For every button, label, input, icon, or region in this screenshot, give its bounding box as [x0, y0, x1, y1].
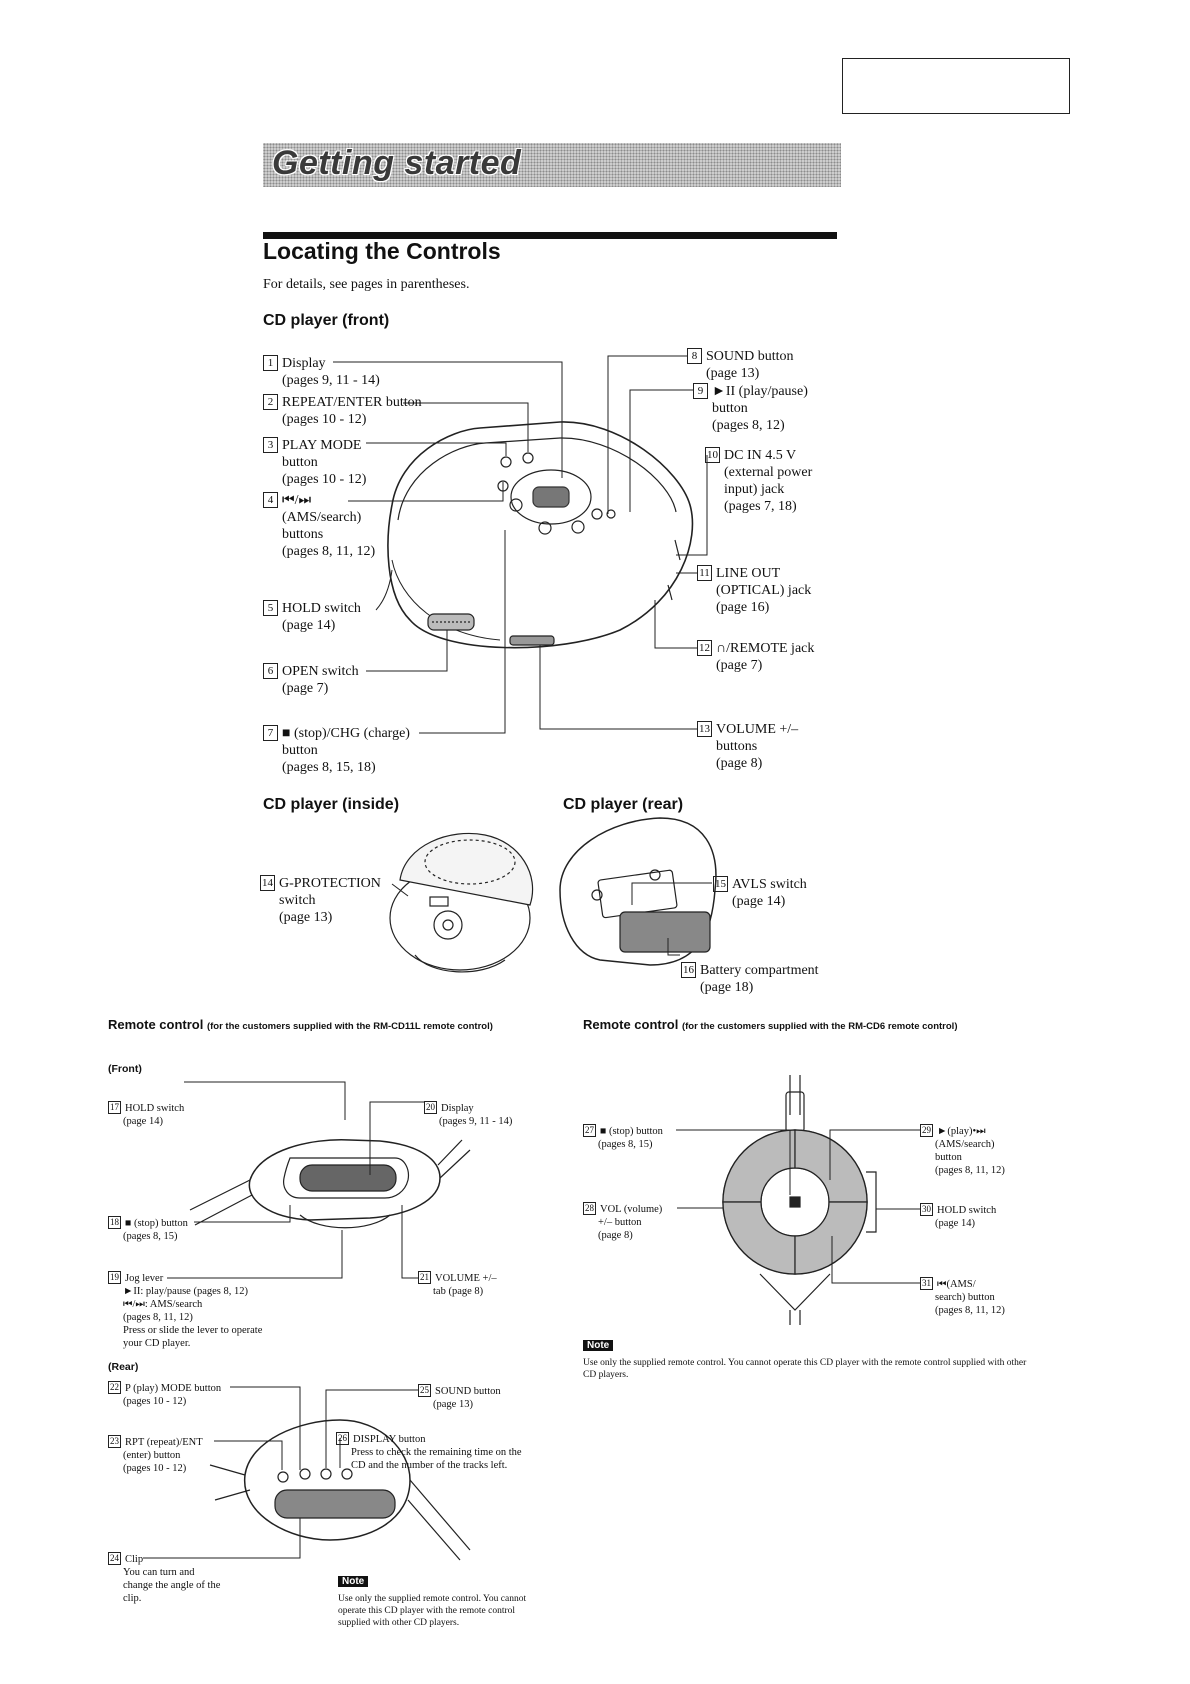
remote2-heading: Remote control (for the customers suppli… [583, 1017, 958, 1032]
front-heading: CD player (front) [263, 312, 390, 329]
section-banner [263, 143, 841, 187]
label-r2-stop: 27■ (stop) button (pages 8, 15) [583, 1124, 663, 1150]
remote1-note: Note Use only the supplied remote contro… [338, 1576, 527, 1628]
front-leader-lines [333, 355, 708, 734]
label-stop-chg: 7■ (stop)/CHG (charge) button (pages 8, … [263, 725, 410, 776]
remote1-front-label: (Front) [108, 1063, 142, 1075]
header-box [842, 58, 1070, 114]
cd-player-inside-illustration [389, 832, 534, 973]
banner-title: Getting started [272, 144, 522, 182]
remote1-rear-illustration [143, 1386, 471, 1561]
remote2-note: Note Use only the supplied remote contro… [583, 1340, 1027, 1380]
page-title: Locating the Controls [263, 238, 501, 264]
title-rule [263, 232, 837, 239]
label-r2-ams: 31⏮(AMS/ search) button (pages 8, 11, 12… [920, 1277, 1005, 1316]
label-r1-stop: 18■ (stop) button (pages 8, 15) [108, 1216, 188, 1242]
intro-text: For details, see pages in parentheses. [263, 277, 470, 292]
cd-player-front-illustration [387, 421, 694, 649]
label-r2-play: 29►(play)•⏭ (AMS/search) button (pages 8… [920, 1124, 1005, 1176]
remote1-rear-label: (Rear) [108, 1361, 139, 1373]
remote1-front-illustration [167, 1081, 471, 1279]
label-play-pause: 9►II (play/pause) button (pages 8, 12) [693, 383, 808, 434]
inside-heading: CD player (inside) [263, 796, 400, 813]
label-remote-jack: 12∩/REMOTE jack (page 7) [697, 640, 815, 673]
remote2-illustration [676, 1075, 920, 1325]
remote1-heading: Remote control (for the customers suppli… [108, 1017, 493, 1032]
cd-player-rear-illustration [559, 817, 717, 966]
label-ams-search: 4⏮/⏭ (AMS/search) buttons (pages 8, 11, … [263, 492, 375, 560]
rear-heading: CD player (rear) [563, 796, 684, 813]
